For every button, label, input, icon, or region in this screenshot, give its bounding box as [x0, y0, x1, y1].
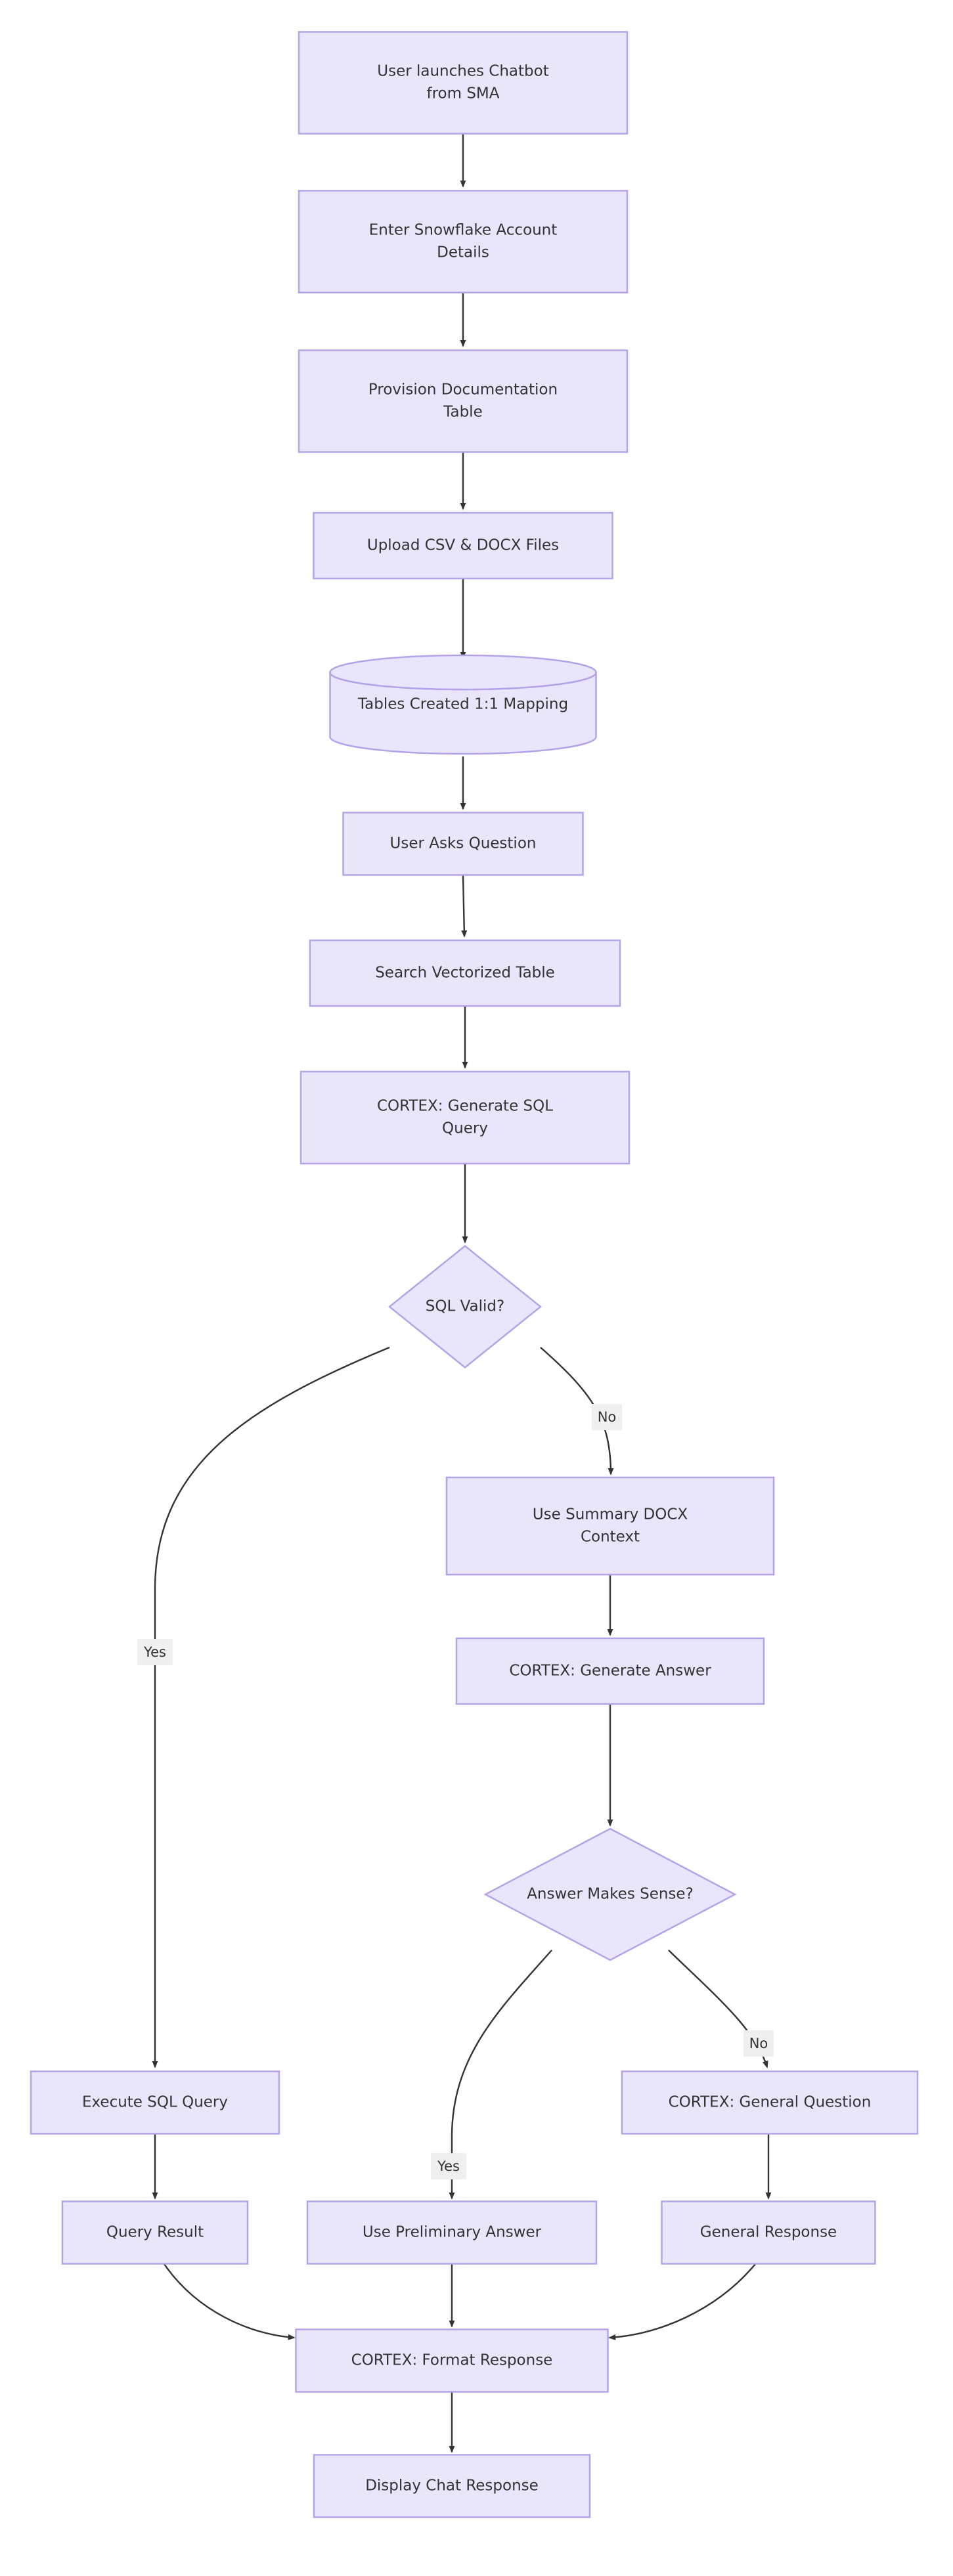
node-cortex-general-question[interactable]: CORTEX: General Question — [621, 2070, 919, 2135]
node-cortex-generate-sql[interactable]: CORTEX: Generate SQL Query — [299, 1070, 631, 1165]
node-label: Use Summary DOCX — [533, 1506, 688, 1523]
node-answer-makes-sense[interactable]: Answer Makes Sense? — [483, 1827, 737, 1961]
node-rect — [298, 31, 629, 135]
node-display-chat-response[interactable]: Display Chat Response — [313, 2454, 591, 2518]
edge-n12-to-n16 — [449, 1950, 552, 2200]
node-label: General Response — [700, 2224, 837, 2241]
node-rect — [342, 812, 584, 876]
edge-label-background — [137, 1639, 173, 1665]
edge-label-yes: Yes — [137, 1639, 173, 1665]
node-use-preliminary-answer[interactable]: Use Preliminary Answer — [306, 2200, 598, 2265]
node-general-response[interactable]: General Response — [661, 2200, 876, 2265]
node-rect — [306, 2200, 598, 2265]
node-use-summary-docx[interactable]: Use Summary DOCX Context — [445, 1476, 775, 1576]
node-sql-valid[interactable]: SQL Valid? — [388, 1244, 542, 1369]
node-rect — [445, 1476, 775, 1576]
node-rect — [455, 1637, 765, 1705]
node-rect — [309, 939, 621, 1007]
node-cortex-generate-answer[interactable]: CORTEX: Generate Answer — [455, 1637, 765, 1705]
edge-label-yes: Yes — [431, 2153, 466, 2179]
node-query-result[interactable]: Query Result — [61, 2200, 249, 2265]
node-rect — [661, 2200, 876, 2265]
node-label: User launches Chatbot — [377, 63, 548, 80]
node-execute-sql-query[interactable]: Execute SQL Query — [30, 2070, 280, 2135]
node-rect — [313, 512, 613, 580]
node-label: Answer Makes Sense? — [527, 1886, 694, 1903]
node-label: CORTEX: General Question — [669, 2094, 872, 2111]
edge-label-text: Yes — [143, 1644, 166, 1660]
node-diamond — [483, 1827, 737, 1961]
node-label: Tables Created 1:1 Mapping — [357, 696, 568, 713]
edge-label-text: Yes — [437, 2158, 460, 2174]
edge-label-background — [592, 1404, 622, 1430]
edge-label-no: No — [592, 1404, 622, 1430]
nodes-layer: User launches Chatbot from SMA Enter Snowf… — [30, 31, 919, 2518]
node-rect — [298, 190, 629, 294]
node-rect — [30, 2070, 280, 2135]
node-label: Upload CSV & DOCX Files — [367, 537, 559, 554]
edge-label-text: No — [598, 1409, 617, 1425]
node-label: Table — [443, 404, 482, 421]
node-label: from SMA — [426, 85, 499, 102]
edge-n6-to-n7 — [461, 875, 468, 938]
node-rect — [621, 2070, 919, 2135]
node-label: CORTEX: Generate Answer — [509, 1663, 711, 1680]
node-user-asks-question[interactable]: User Asks Question — [342, 812, 584, 876]
node-label: Display Chat Response — [365, 2478, 539, 2495]
node-label: Execute SQL Query — [82, 2094, 228, 2111]
node-search-vectorized-table[interactable]: Search Vectorized Table — [309, 939, 621, 1007]
node-label: Enter Snowflake Account — [369, 222, 558, 239]
node-label: Search Vectorized Table — [375, 965, 555, 982]
node-label: SQL Valid? — [426, 1298, 504, 1315]
node-label: Query — [442, 1120, 488, 1137]
node-upload-csv-docx-files[interactable]: Upload CSV & DOCX Files — [313, 512, 613, 580]
node-label: Use Preliminary Answer — [363, 2224, 542, 2241]
node-rect — [61, 2200, 249, 2265]
node-label: User Asks Question — [390, 835, 537, 852]
edge-label-no: No — [743, 2030, 774, 2057]
node-label: Query Result — [106, 2224, 204, 2241]
node-label: Details — [437, 244, 489, 261]
edge-n9-to-n13 — [152, 1346, 390, 2068]
edge-n15-to-n18 — [164, 2263, 296, 2340]
cylinder-top — [329, 654, 597, 691]
node-label: Context — [581, 1529, 640, 1546]
node-rect — [298, 349, 629, 453]
node-label: Provision Documentation — [368, 382, 558, 399]
node-rect — [299, 1070, 631, 1165]
edge-n17-to-n18 — [608, 2263, 756, 2340]
node-diamond — [388, 1244, 542, 1369]
node-cortex-format-response[interactable]: CORTEX: Format Response — [295, 2328, 609, 2393]
node-tables-created-1-1-mapping[interactable]: Tables Created 1:1 Mapping — [329, 654, 597, 755]
node-label: CORTEX: Format Response — [351, 2352, 553, 2369]
node-rect — [313, 2454, 591, 2518]
edge-label-text: No — [749, 2036, 768, 2051]
node-label: CORTEX: Generate SQL — [377, 1098, 553, 1115]
node-user-launches-chatbot[interactable]: User launches Chatbot from SMA — [298, 31, 629, 135]
edge-label-background — [431, 2153, 466, 2179]
node-rect — [295, 2328, 609, 2393]
edge-label-background — [743, 2030, 774, 2057]
